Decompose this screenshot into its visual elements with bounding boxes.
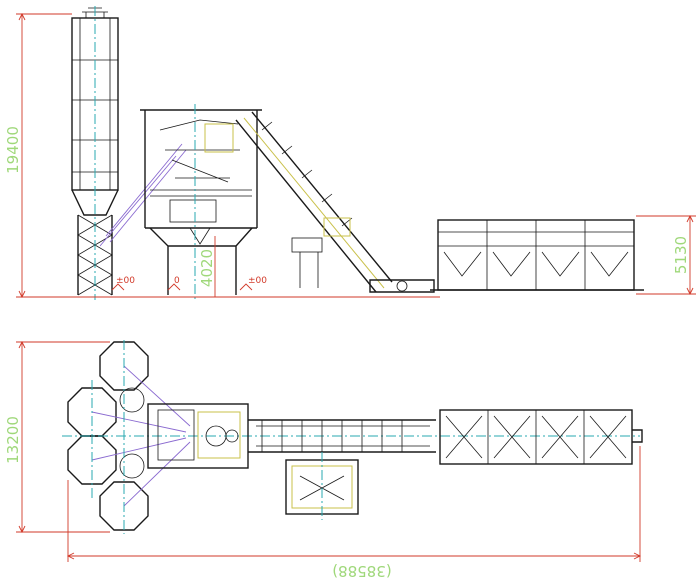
control-room bbox=[285, 452, 359, 520]
dimension-overall-length: (38588) bbox=[66, 446, 642, 580]
dimension-text-hopper-height: 5130 bbox=[672, 236, 690, 274]
belt-conveyor bbox=[235, 111, 435, 293]
level-mark-middle: 0 bbox=[167, 276, 181, 291]
level-text-left: ±00 bbox=[116, 276, 135, 286]
dimension-mixer-clearance: 4020 bbox=[198, 236, 216, 297]
dimension-text-silo-height: 19400 bbox=[4, 126, 22, 174]
elevation-view: ±00 0 ±00 19400 4020 5130 bbox=[4, 6, 696, 300]
screw-conveyor bbox=[99, 143, 187, 247]
dimension-text-overall-length: (38588) bbox=[332, 562, 391, 580]
dimension-text-plan-width: 13200 bbox=[4, 416, 22, 464]
aggregate-batcher bbox=[430, 219, 644, 291]
batcher-plan bbox=[439, 409, 643, 465]
dimension-silo-height: 19400 bbox=[4, 12, 72, 299]
cement-silo bbox=[71, 6, 119, 300]
mixing-tower bbox=[140, 104, 262, 300]
tower-plan bbox=[147, 403, 249, 469]
level-mark-left: ±00 bbox=[111, 276, 135, 291]
level-text-right: ±00 bbox=[248, 276, 267, 286]
dimension-plan-width: 13200 bbox=[4, 340, 110, 534]
level-mark-right: ±00 bbox=[239, 276, 267, 291]
dimension-text-mixer-clearance: 4020 bbox=[198, 249, 216, 287]
plan-view: 13200 (38588) bbox=[4, 340, 643, 580]
silo-cluster bbox=[62, 340, 640, 534]
level-text-middle: 0 bbox=[174, 276, 180, 286]
dimension-hopper-height: 5130 bbox=[636, 214, 696, 296]
conveyor-plan bbox=[248, 419, 436, 453]
